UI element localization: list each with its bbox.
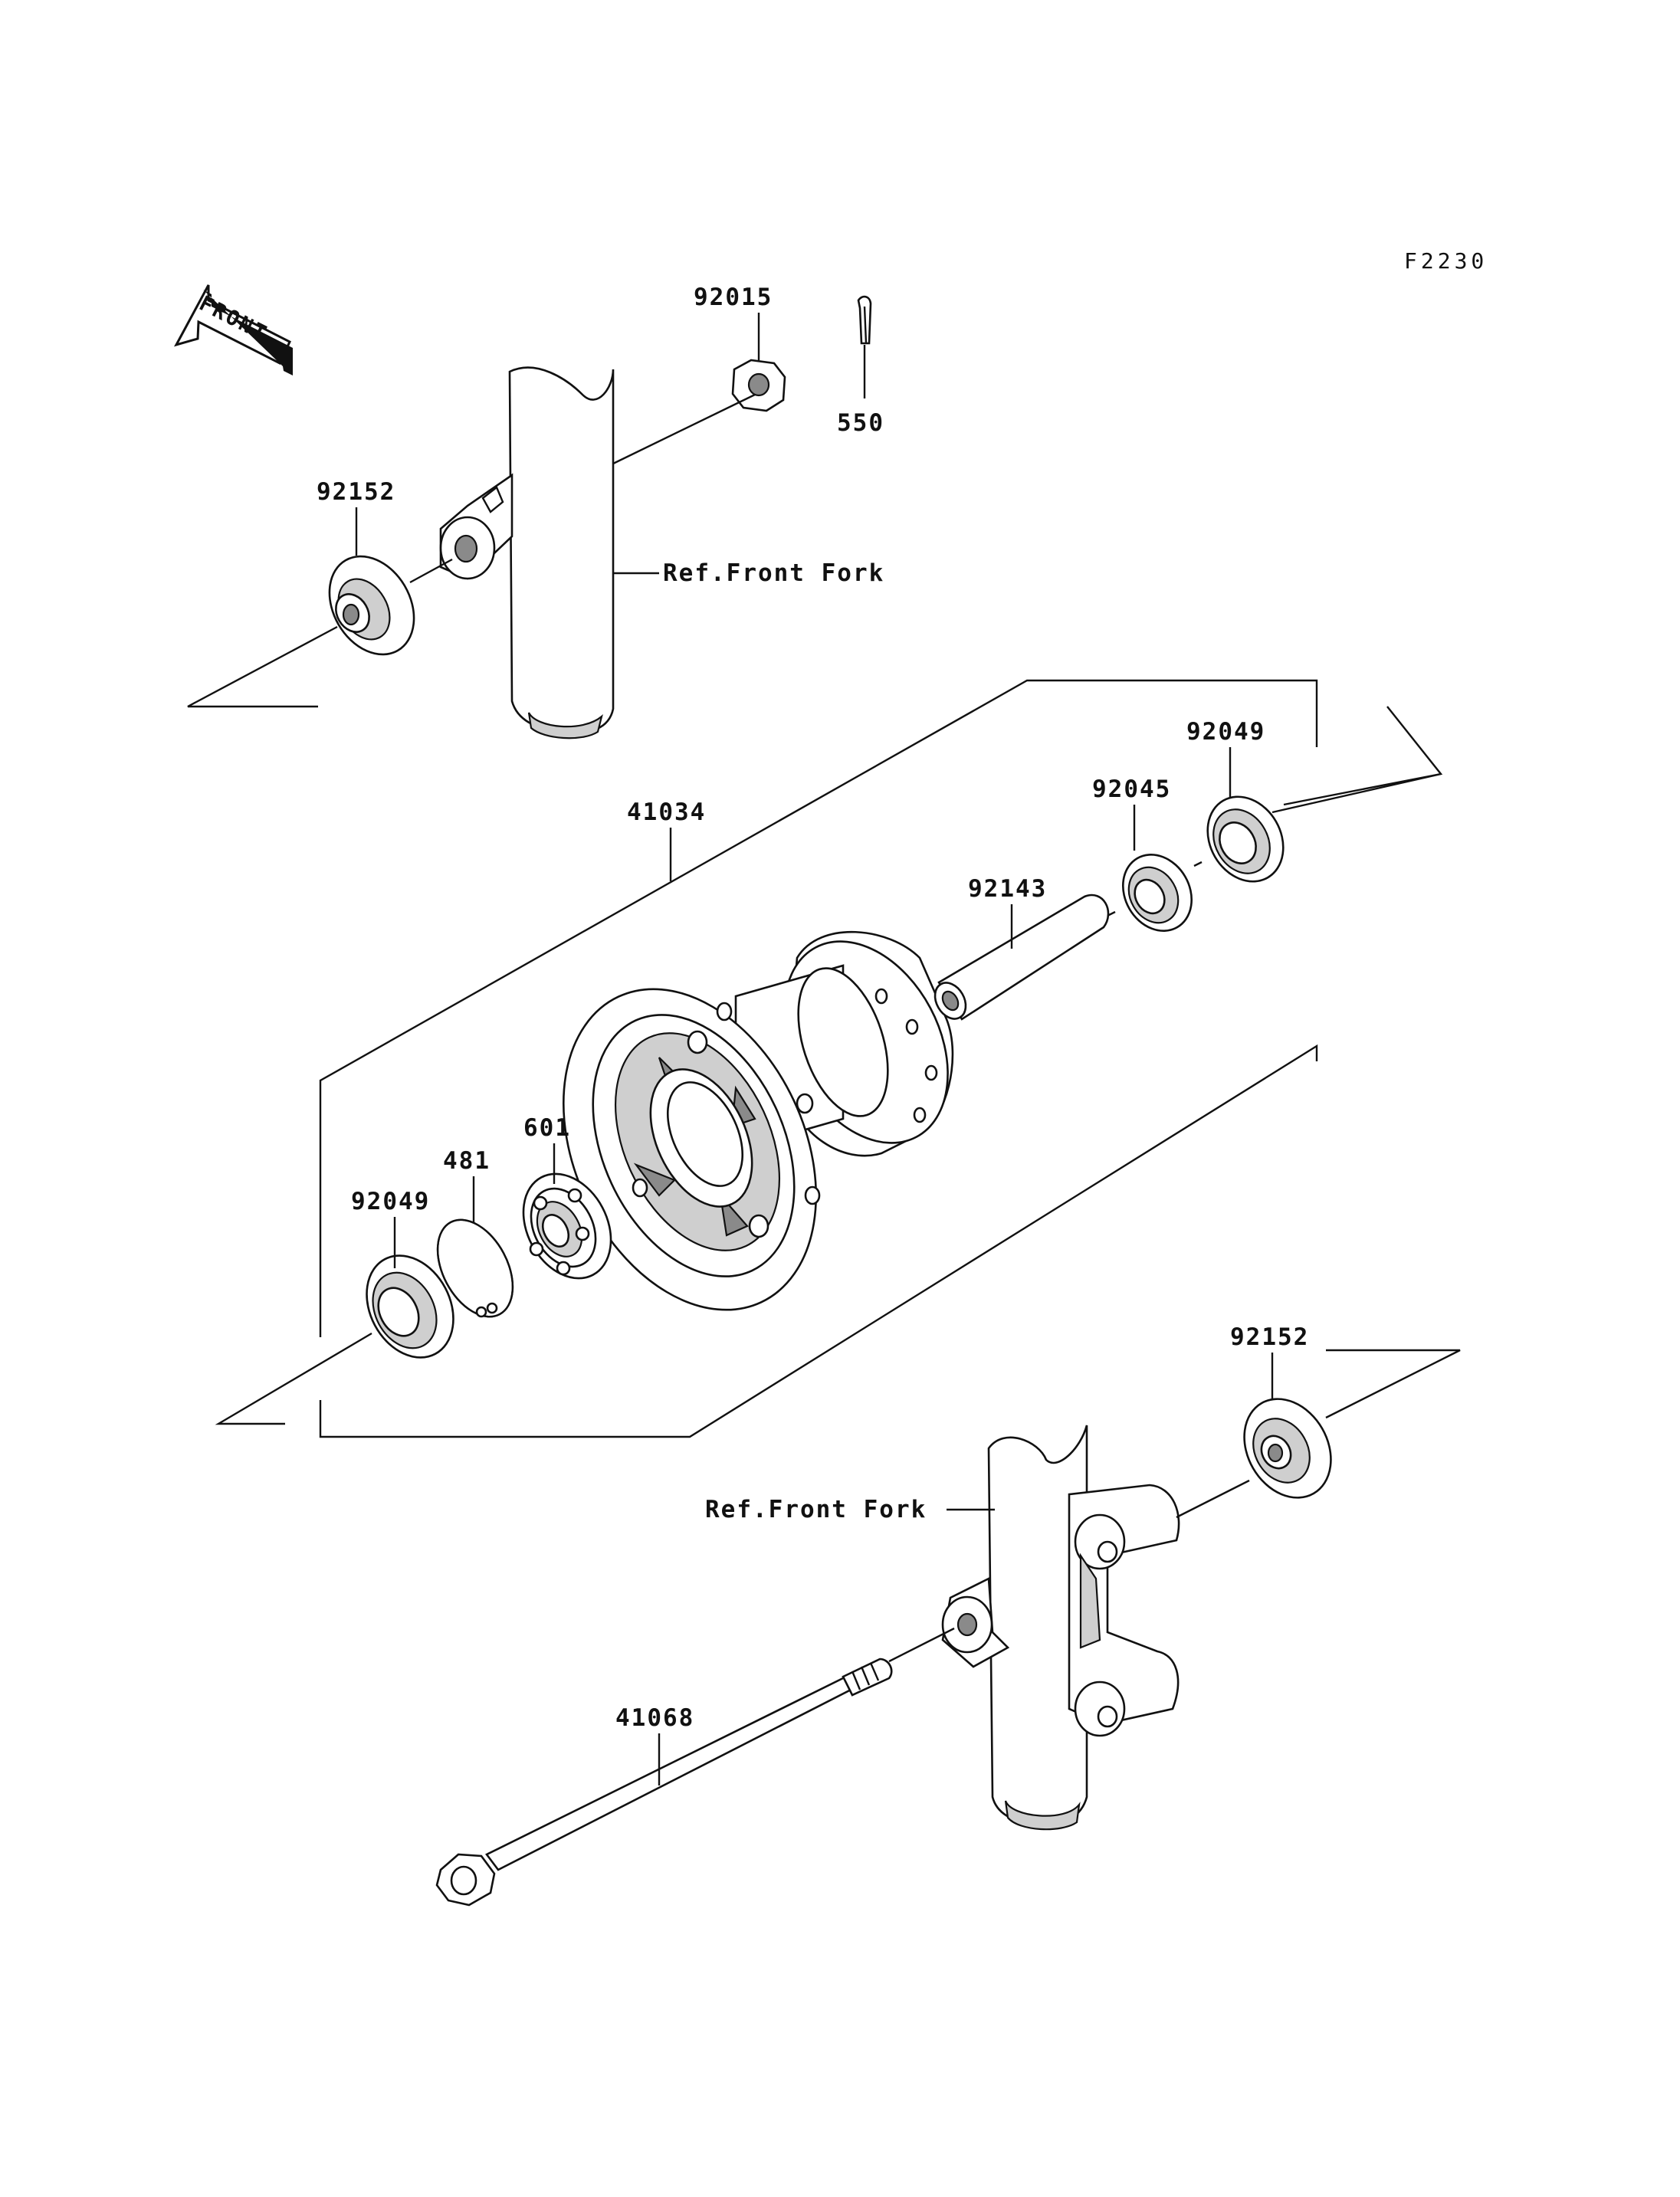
- bearing-left-icon: [522, 1172, 612, 1280]
- label-92045: 92045: [1092, 776, 1171, 803]
- bearing-right-icon: [1121, 854, 1193, 932]
- label-92152-right: 92152: [1230, 1323, 1309, 1351]
- label-92049-right: 92049: [1186, 718, 1265, 746]
- cotter-pin-icon: [857, 295, 872, 345]
- axle-nut-icon: [731, 359, 786, 412]
- seal-left-icon: [366, 1254, 454, 1359]
- axle-icon: [435, 1658, 893, 1907]
- label-601: 601: [523, 1114, 571, 1142]
- label-fork-ref-upper: Ref.Front Fork: [663, 559, 884, 587]
- collar-right-icon: [1243, 1398, 1332, 1499]
- wheel-hub-icon: [563, 930, 954, 1311]
- front-fork-upper: [439, 366, 615, 739]
- label-92015: 92015: [694, 284, 773, 311]
- label-92049-left: 92049: [351, 1188, 430, 1215]
- front-fork-lower: [941, 1425, 1180, 1831]
- label-92152-left: 92152: [317, 478, 395, 506]
- label-92143: 92143: [968, 875, 1047, 903]
- label-41068: 41068: [615, 1704, 694, 1732]
- figure-code: F2230: [1404, 248, 1488, 274]
- front-arrow-icon: FRONT: [173, 284, 293, 375]
- label-fork-ref-lower: Ref.Front Fork: [705, 1496, 927, 1523]
- label-41034: 41034: [627, 798, 706, 826]
- label-481: 481: [443, 1147, 491, 1175]
- circlip-icon: [436, 1218, 514, 1318]
- collar-left-icon: [328, 555, 415, 656]
- label-550: 550: [837, 409, 884, 437]
- seal-right-icon: [1206, 795, 1285, 883]
- distance-tube-icon: [934, 894, 1110, 1021]
